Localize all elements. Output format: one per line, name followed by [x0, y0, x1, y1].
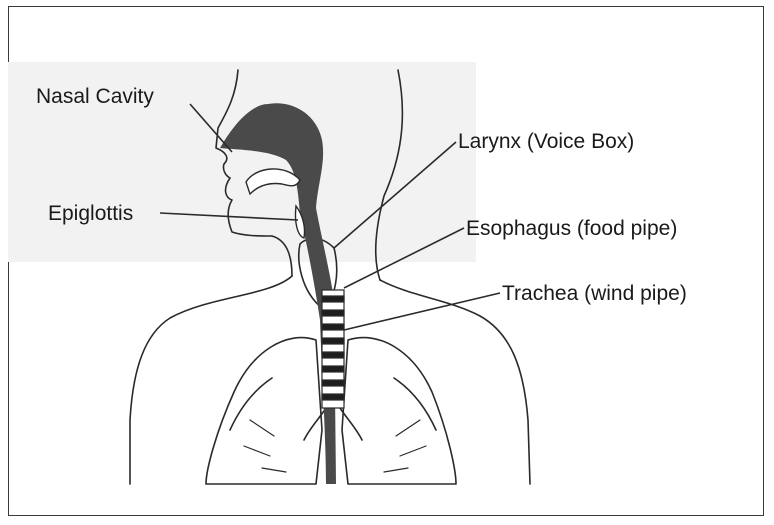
- face-profile: [216, 70, 272, 236]
- front-neck: [272, 236, 292, 276]
- back-of-head: [376, 70, 403, 280]
- airway-dark: [220, 103, 336, 484]
- trachea: [322, 290, 344, 408]
- oral-cavity: [246, 169, 300, 194]
- left-bronchus: [304, 408, 326, 440]
- left-lung: [206, 338, 322, 484]
- label-esophagus: Esophagus (food pipe): [466, 218, 677, 239]
- label-trachea: Trachea (wind pipe): [502, 283, 687, 304]
- esophagus-leader: [344, 228, 464, 288]
- larynx-leader: [334, 142, 456, 248]
- label-larynx: Larynx (Voice Box): [458, 131, 634, 152]
- label-epiglottis: Epiglottis: [48, 203, 133, 224]
- trachea-leader: [344, 293, 500, 330]
- label-nasal-cavity: Nasal Cavity: [36, 86, 154, 107]
- right-shoulder: [380, 280, 530, 484]
- right-lung: [342, 338, 456, 484]
- nasal-cavity-leader: [190, 104, 232, 152]
